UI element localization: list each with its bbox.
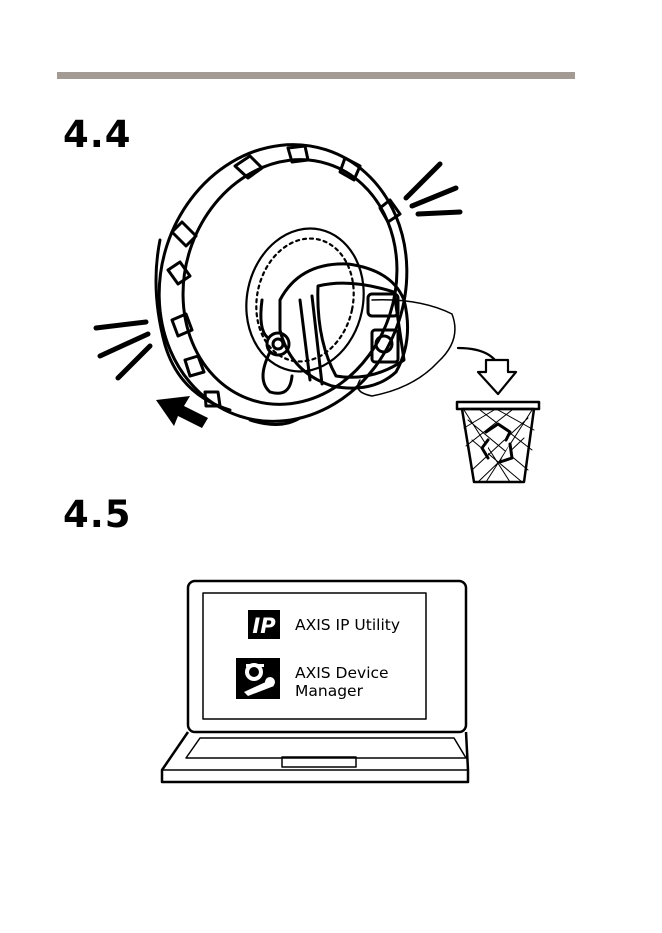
ip-utility-icon: IP: [248, 610, 280, 639]
laptop-screen-frame: [188, 581, 466, 732]
device-manager-icon: [236, 658, 280, 699]
svg-text:IP: IP: [252, 614, 276, 638]
app-label-device-manager-line1: AXIS Device: [295, 664, 389, 683]
app-label-ip-utility: AXIS IP Utility: [295, 616, 400, 635]
app-label-device-manager-line2: Manager: [295, 682, 363, 701]
